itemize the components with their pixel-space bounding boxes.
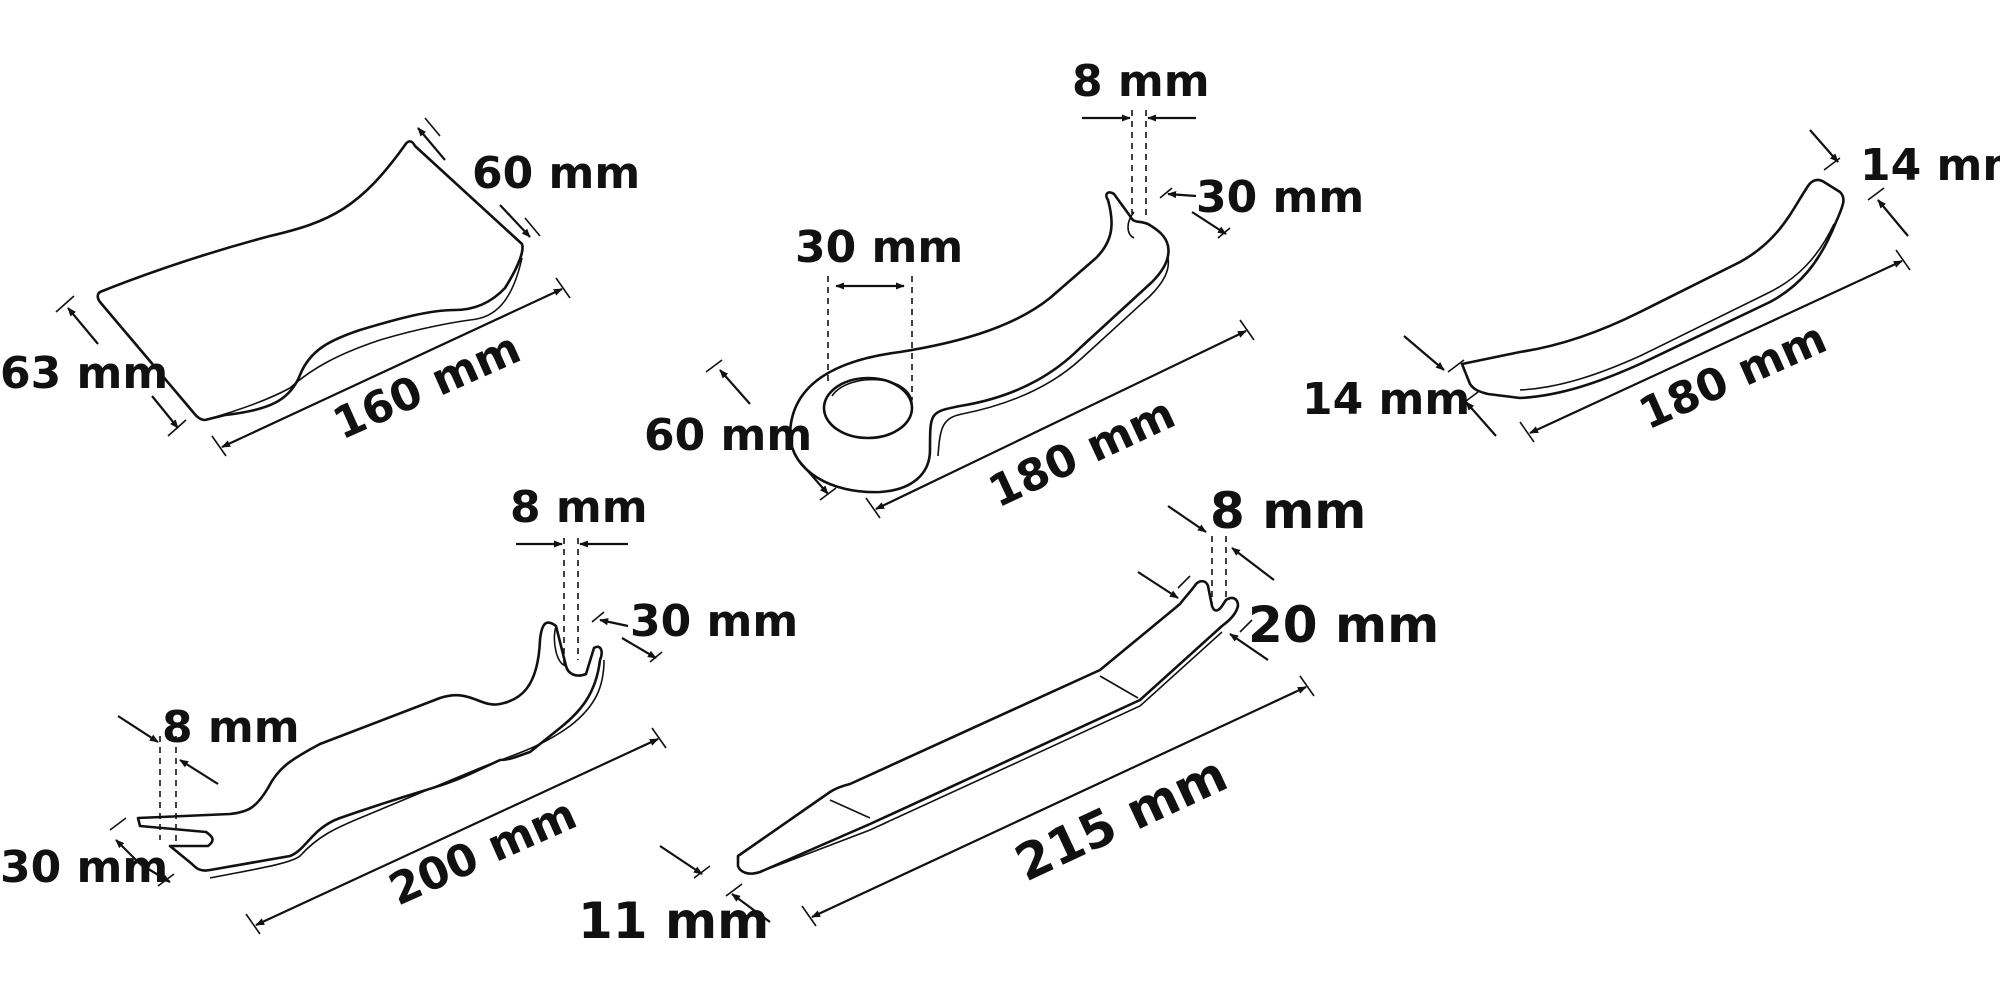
tool4-fork-width-label: 30 mm [630,596,798,647]
dim-arrow [151,395,179,429]
dim-arrow [1403,335,1445,371]
wedge-tool: 8 mm 20 mm 11 mm 215 mm [578,482,1439,950]
tool2-ring-width-label: 60 mm [644,410,812,461]
tool2-slot-label: 8 mm [1072,56,1210,107]
dim-arrow [621,637,657,659]
tool1-height-label: 63 mm [0,348,168,399]
dim-arrow [599,618,629,628]
tool5-length-dimension [811,686,1307,918]
double-slot-tool: 8 mm 30 mm 8 mm 30 mm 200 mm [0,482,798,935]
tool4-top-slot-label: 8 mm [510,482,648,533]
tool1-length-dimension [221,288,563,448]
dim-arrow [67,307,99,345]
dim-arrow [1231,547,1275,581]
dim-arrow [1465,401,1497,437]
tool1-length-label: 160 mm [326,323,528,450]
dim-arrow [499,204,531,238]
wide-panel-tool: 60 mm 63 mm 160 mm [0,117,640,457]
dim-arrow [139,863,171,883]
dim-arrow [1877,199,1909,237]
dim-arrow [1191,211,1227,235]
tool5-tip-width-label: 11 mm [578,892,769,950]
tool4-length-dimension [255,738,659,926]
tool2-opening-label: 30 mm [795,222,963,273]
ring-tool-hole [822,376,914,440]
tool5-length-label: 215 mm [1007,745,1236,893]
dim-arrow [115,839,141,865]
tool4-end-width-label: 30 mm [0,842,168,893]
dim-arrow [1137,571,1179,599]
dim-arrow [1229,633,1269,661]
dim-arrow [719,369,751,405]
tool3-length-dimension [1529,260,1903,434]
dim-arrow [799,461,829,495]
dim-arrow [1167,505,1207,533]
dim-arrow [117,715,159,743]
dim-arrow [731,893,771,923]
dim-arrow [417,127,446,161]
tool2-length-label: 180 mm [981,388,1183,518]
tool3-end-width-label: 14 mm [1302,374,1470,425]
ring-tool: 30 mm 8 mm 30 mm 60 mm 180 mm [644,56,1364,519]
dim-arrow [1167,190,1197,199]
tool3-tip-width-label: 14 mm [1860,140,2000,191]
narrow-tool: 14 mm 14 mm 180 mm [1302,129,2000,443]
dim-arrow [659,845,703,875]
dim-arrow [179,759,219,785]
tool5-slot-label: 8 mm [1210,482,1366,540]
tool1-width-label: 60 mm [472,148,640,199]
tool2-length-dimension [875,330,1247,510]
tool2-fork-width-label: 30 mm [1196,172,1364,223]
tool4-bottom-slot-label: 8 mm [162,702,300,753]
dim-arrow [1809,129,1839,163]
tool5-fork-width-label: 20 mm [1248,596,1439,654]
